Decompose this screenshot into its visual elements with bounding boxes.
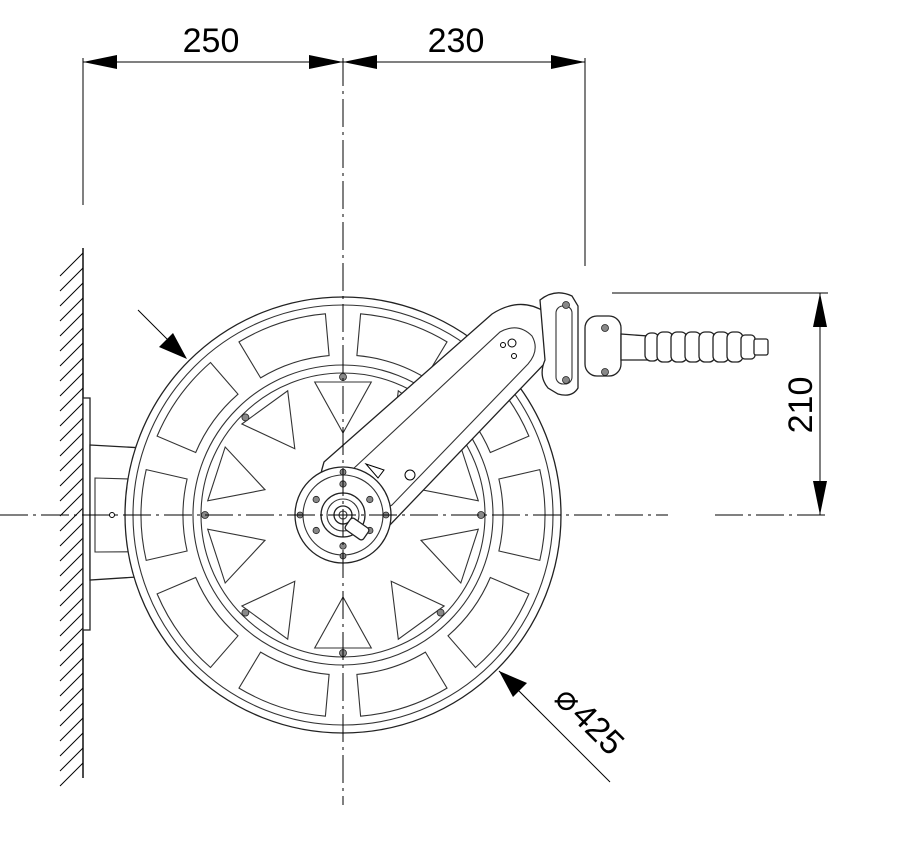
reel-bolt xyxy=(241,608,250,617)
hose-ferrule xyxy=(620,333,649,361)
hatch-line xyxy=(59,387,84,412)
reel-bolt xyxy=(241,413,250,422)
wall-hatching xyxy=(59,252,84,787)
arm-hole xyxy=(507,338,517,348)
hatch-line xyxy=(59,687,84,712)
hatch-line xyxy=(59,327,84,352)
hose-stopper xyxy=(644,331,769,363)
reel-window xyxy=(447,576,530,669)
swivel-inlet xyxy=(344,517,370,541)
hatch-line xyxy=(59,582,84,607)
wall-plate xyxy=(82,397,91,631)
hose-guide-head xyxy=(539,292,579,396)
hatch-line xyxy=(59,372,84,397)
arm-hole xyxy=(404,469,416,481)
reel-window xyxy=(156,576,239,669)
hub-bolt xyxy=(366,495,374,504)
clamp-screw xyxy=(601,368,609,376)
hatch-line xyxy=(59,342,84,367)
hatch-line xyxy=(59,717,84,742)
arrow-head xyxy=(309,55,343,69)
arrow-head xyxy=(83,55,117,69)
reel-bolt xyxy=(436,608,445,617)
arrow-head xyxy=(343,55,377,69)
reel-outer-windows xyxy=(140,313,546,717)
reel-spoke-window xyxy=(206,445,267,502)
dimension-left-width: 250 xyxy=(82,22,343,205)
hatch-line xyxy=(59,297,84,322)
arrow-head xyxy=(499,671,527,697)
arrow-head xyxy=(813,481,827,515)
reel-spoke-window xyxy=(240,389,296,450)
hatch-line xyxy=(59,612,84,637)
hatch-line xyxy=(59,747,84,772)
hatch-line xyxy=(59,462,84,487)
hub-bolt xyxy=(312,526,320,535)
arrow-head xyxy=(551,55,585,69)
hatch-line xyxy=(59,267,84,292)
hatch-line xyxy=(59,312,84,337)
arrow-head xyxy=(813,293,827,327)
reel-window xyxy=(156,361,239,454)
reel-spoke-window xyxy=(313,381,373,435)
reel-window xyxy=(140,468,188,562)
hatch-line xyxy=(59,627,84,652)
hatch-line xyxy=(59,252,84,277)
reel-spoke-window xyxy=(240,580,296,641)
hatch-line xyxy=(59,402,84,427)
hatch-line xyxy=(59,657,84,682)
hose-fitting-nut xyxy=(753,338,769,356)
hatch-line xyxy=(59,702,84,727)
clamp-screw xyxy=(601,324,609,332)
center-lines xyxy=(0,58,825,805)
reel-window xyxy=(356,651,448,717)
reel-spoke-window xyxy=(419,528,480,585)
dimension-right-width: 230 xyxy=(343,22,586,266)
arm-hole xyxy=(511,353,517,359)
reel-spoke-window xyxy=(390,580,446,641)
hose-fitting xyxy=(740,334,756,360)
reel-window xyxy=(498,468,546,562)
hatch-line xyxy=(59,492,84,517)
hatch-line xyxy=(59,507,84,532)
reel-spoke-window xyxy=(206,528,267,585)
reel-window xyxy=(238,651,330,717)
hatch-line xyxy=(59,432,84,457)
hatch-line xyxy=(59,672,84,697)
dimension-label-left: 250 xyxy=(183,22,240,60)
diameter-label-group: ⌀ 425 xyxy=(547,679,631,763)
rotation-arrow-icon xyxy=(364,462,385,479)
arrow-head xyxy=(159,333,187,359)
hatch-line xyxy=(59,417,84,442)
hub-bolt xyxy=(312,495,320,504)
hatch-line xyxy=(59,357,84,382)
hatch-line xyxy=(59,597,84,622)
reel-window xyxy=(356,313,448,379)
arm-hole xyxy=(500,342,506,348)
wall xyxy=(59,248,84,787)
hatch-line xyxy=(59,447,84,472)
hatch-line xyxy=(59,762,84,787)
hatch-line xyxy=(59,522,84,547)
hatch-line xyxy=(59,732,84,757)
hatch-line xyxy=(59,552,84,577)
reel-window xyxy=(238,313,330,379)
hatch-line xyxy=(59,642,84,667)
guide-screw xyxy=(562,301,570,309)
hatch-line xyxy=(59,477,84,502)
hatch-line xyxy=(59,282,84,307)
hatch-line xyxy=(59,567,84,592)
dimension-label-right: 230 xyxy=(428,22,485,60)
dimension-label-height: 210 xyxy=(782,377,820,434)
hatch-line xyxy=(59,537,84,562)
swivel-arm xyxy=(318,292,649,539)
guide-screw xyxy=(562,376,570,384)
dimension-height: 210 xyxy=(612,292,828,515)
